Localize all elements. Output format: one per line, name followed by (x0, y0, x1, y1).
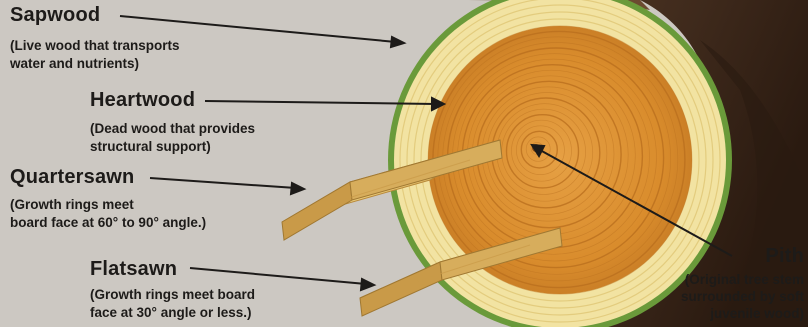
quartersawn-desc-line-2: board face at 60° to 90° angle.) (10, 214, 206, 232)
flatsawn-arrowhead (361, 279, 374, 290)
sapwood-description: (Live wood that transports water and nut… (10, 37, 180, 73)
sapwood-arrowhead (391, 37, 404, 47)
flatsawn-description: (Growth rings meet board face at 30° ang… (90, 286, 255, 322)
flatsawn-leader (190, 268, 366, 284)
pith-description: (Original tree stem surrounded by soft j… (681, 271, 804, 322)
sapwood-desc-line-2: water and nutrients) (10, 55, 180, 73)
sapwood-desc-line-1: (Live wood that transports (10, 37, 180, 55)
flatsawn-term: Flatsawn (90, 258, 177, 281)
heartwood-desc-line-2: structural support) (90, 138, 255, 156)
sapwood-term: Sapwood (10, 4, 100, 27)
pith-desc-line-1: (Original tree stem (681, 271, 804, 288)
pith-term: Pith (765, 245, 804, 268)
heartwood-desc-line-1: (Dead wood that provides (90, 120, 255, 138)
pith-desc-line-2: surrounded by soft (681, 288, 804, 305)
flatsawn-desc-line-1: (Growth rings meet board (90, 286, 255, 304)
pith-desc-line-3: juvenile wood) (681, 305, 804, 322)
flatsawn-desc-line-2: face at 30° angle or less.) (90, 304, 255, 322)
quartersawn-leader (150, 178, 296, 188)
quartersawn-description: (Growth rings meet board face at 60° to … (10, 196, 206, 232)
quartersawn-desc-line-1: (Growth rings meet (10, 196, 206, 214)
quartersawn-term: Quartersawn (10, 166, 134, 189)
quartersawn-arrowhead (291, 183, 304, 194)
heartwood-description: (Dead wood that provides structural supp… (90, 120, 255, 156)
heartwood-term: Heartwood (90, 89, 195, 112)
